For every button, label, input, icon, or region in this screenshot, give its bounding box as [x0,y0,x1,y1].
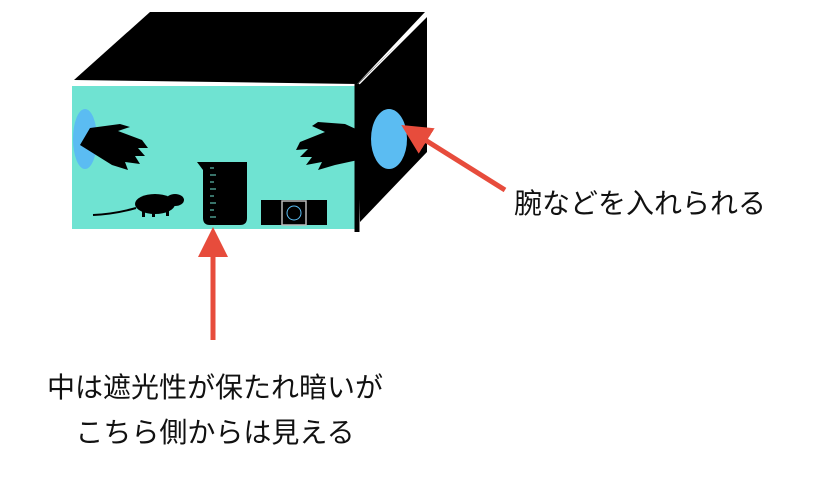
front-panel-annotation-line1: 中は遮光性が保たれ暗いが [46,371,383,404]
petri-dish-device-icon [261,200,327,226]
side-arrow [401,125,507,193]
side-hole-annotation: 腕などを入れられる [514,187,767,220]
mouse-icon [92,194,184,217]
box-top [74,12,425,84]
right-glove-hand-icon [296,122,358,170]
side-arm-hole [371,109,407,169]
front-panel-annotation: 中は遮光性が保たれ暗いが こちら側からは見える [10,366,420,456]
left-glove-hand-icon [80,124,148,170]
beaker-icon [197,162,247,225]
front-panel-annotation-line2: こちら側からは見える [75,415,355,449]
